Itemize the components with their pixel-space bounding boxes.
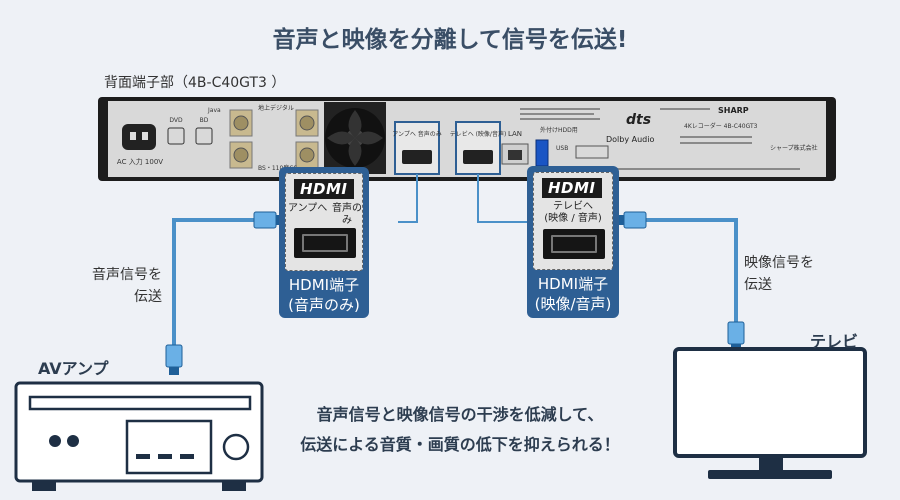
model-small: 4Kレコーダー 4B-C40GT3 bbox=[684, 122, 758, 130]
ac-inlet bbox=[122, 124, 156, 150]
hdmi-tv-port-text-1: テレビへ bbox=[553, 201, 593, 212]
sharp-jp: シャープ株式会社 bbox=[770, 144, 818, 152]
bs-label: BS・110度CS bbox=[258, 164, 297, 172]
hdmi-audio-card-face: HDMI アンプへ 音声のみ bbox=[285, 173, 363, 271]
sharp-logo: SHARP bbox=[718, 106, 749, 115]
video-signal-line2: 伝送 bbox=[744, 277, 772, 293]
hdmi-audio-label-line2: (音声のみ) bbox=[288, 296, 360, 314]
bottom-note-line2: 伝送による音質・画質の低下を抑えられる！ bbox=[300, 435, 620, 454]
panel-hdmi-tv-text: テレビへ (映像/音声) bbox=[450, 130, 507, 138]
tv-illustration bbox=[673, 347, 867, 479]
bd-badge bbox=[195, 127, 213, 145]
video-signal-label: 映像信号を 伝送 bbox=[744, 252, 814, 296]
usb-port bbox=[535, 139, 549, 167]
hdmi-tv-label-line2: (映像/音声) bbox=[534, 295, 612, 313]
hdmi-tv-label-line1: HDMI端子 bbox=[537, 275, 609, 293]
cooling-fan bbox=[324, 102, 386, 174]
av-amp-illustration bbox=[14, 381, 264, 491]
digital-label: 地上デジタル bbox=[258, 104, 294, 112]
bottom-note-line1: 音声信号と映像信号の干渉を低減して、 bbox=[316, 405, 604, 424]
hdmi-audio-label-line1: HDMI端子 bbox=[288, 276, 360, 294]
hdmi-tv-port bbox=[543, 229, 605, 259]
panel-hdmi-audio-port bbox=[394, 121, 440, 175]
usb-hdd-label: 外付けHDD用 bbox=[540, 126, 578, 134]
bd-label: BD bbox=[200, 117, 209, 124]
hdmi-tv-card-face: HDMI テレビへ (映像 / 音声) bbox=[533, 172, 613, 270]
dts-logo: dts bbox=[626, 112, 651, 128]
panel-hdmi-tv-port bbox=[455, 121, 501, 175]
hdmi-audio-port bbox=[294, 228, 356, 258]
page-title: 音声と映像を分離して信号を伝送! bbox=[272, 27, 628, 53]
panel-link-lines bbox=[398, 174, 531, 223]
tv-label: テレビ bbox=[810, 332, 859, 351]
usb-label: USB bbox=[556, 145, 568, 152]
hdmi-tv-port-text-2: (映像 / 音声) bbox=[544, 213, 602, 224]
dvd-badge bbox=[167, 127, 185, 145]
panel-caption: 背面端子部（4B-C40GT3 ） bbox=[104, 75, 286, 91]
audio-signal-label: 音声信号を 伝送 bbox=[86, 264, 162, 308]
hdmi-logo: HDMI bbox=[294, 179, 354, 199]
rear-panel: AC 入力 100V DVD BD Java 地上デジタル BS・110度CS bbox=[98, 97, 836, 181]
antenna-connectors bbox=[229, 109, 319, 169]
panel-hdmi-audio-text: アンプへ 音声のみ bbox=[392, 130, 442, 138]
dvd-label: DVD bbox=[169, 117, 183, 124]
hdmi-logo: HDMI bbox=[542, 178, 602, 198]
audio-signal-line1: 音声信号を bbox=[92, 267, 162, 283]
java-label: Java bbox=[207, 107, 221, 114]
dolby-logo: Dolby Audio bbox=[606, 135, 654, 144]
audio-signal-line2: 伝送 bbox=[134, 289, 162, 305]
hdmi-audio-port-text-right: 音声のみ bbox=[332, 203, 362, 226]
lan-jack bbox=[508, 150, 522, 160]
video-signal-line1: 映像信号を bbox=[744, 255, 814, 271]
hdmi-audio-card: HDMI アンプへ 音声のみ HDMI端子 (音声のみ) bbox=[279, 167, 369, 318]
audio-cable bbox=[165, 211, 284, 375]
bottom-note: 音声信号と映像信号の干渉を低減して、 伝送による音質・画質の低下を抑えられる！ bbox=[270, 400, 650, 460]
hdmi-audio-port-text-left: アンプへ bbox=[288, 203, 328, 214]
ac-label: AC 入力 100V bbox=[117, 157, 163, 166]
av-amp-label: AVアンプ bbox=[38, 359, 109, 378]
spec-box bbox=[575, 145, 609, 159]
fine-print bbox=[520, 108, 800, 170]
hdmi-tv-card: HDMI テレビへ (映像 / 音声) HDMI端子 (映像/音声) bbox=[527, 166, 619, 318]
video-cable bbox=[616, 211, 745, 352]
lan-label: LAN bbox=[508, 130, 522, 138]
